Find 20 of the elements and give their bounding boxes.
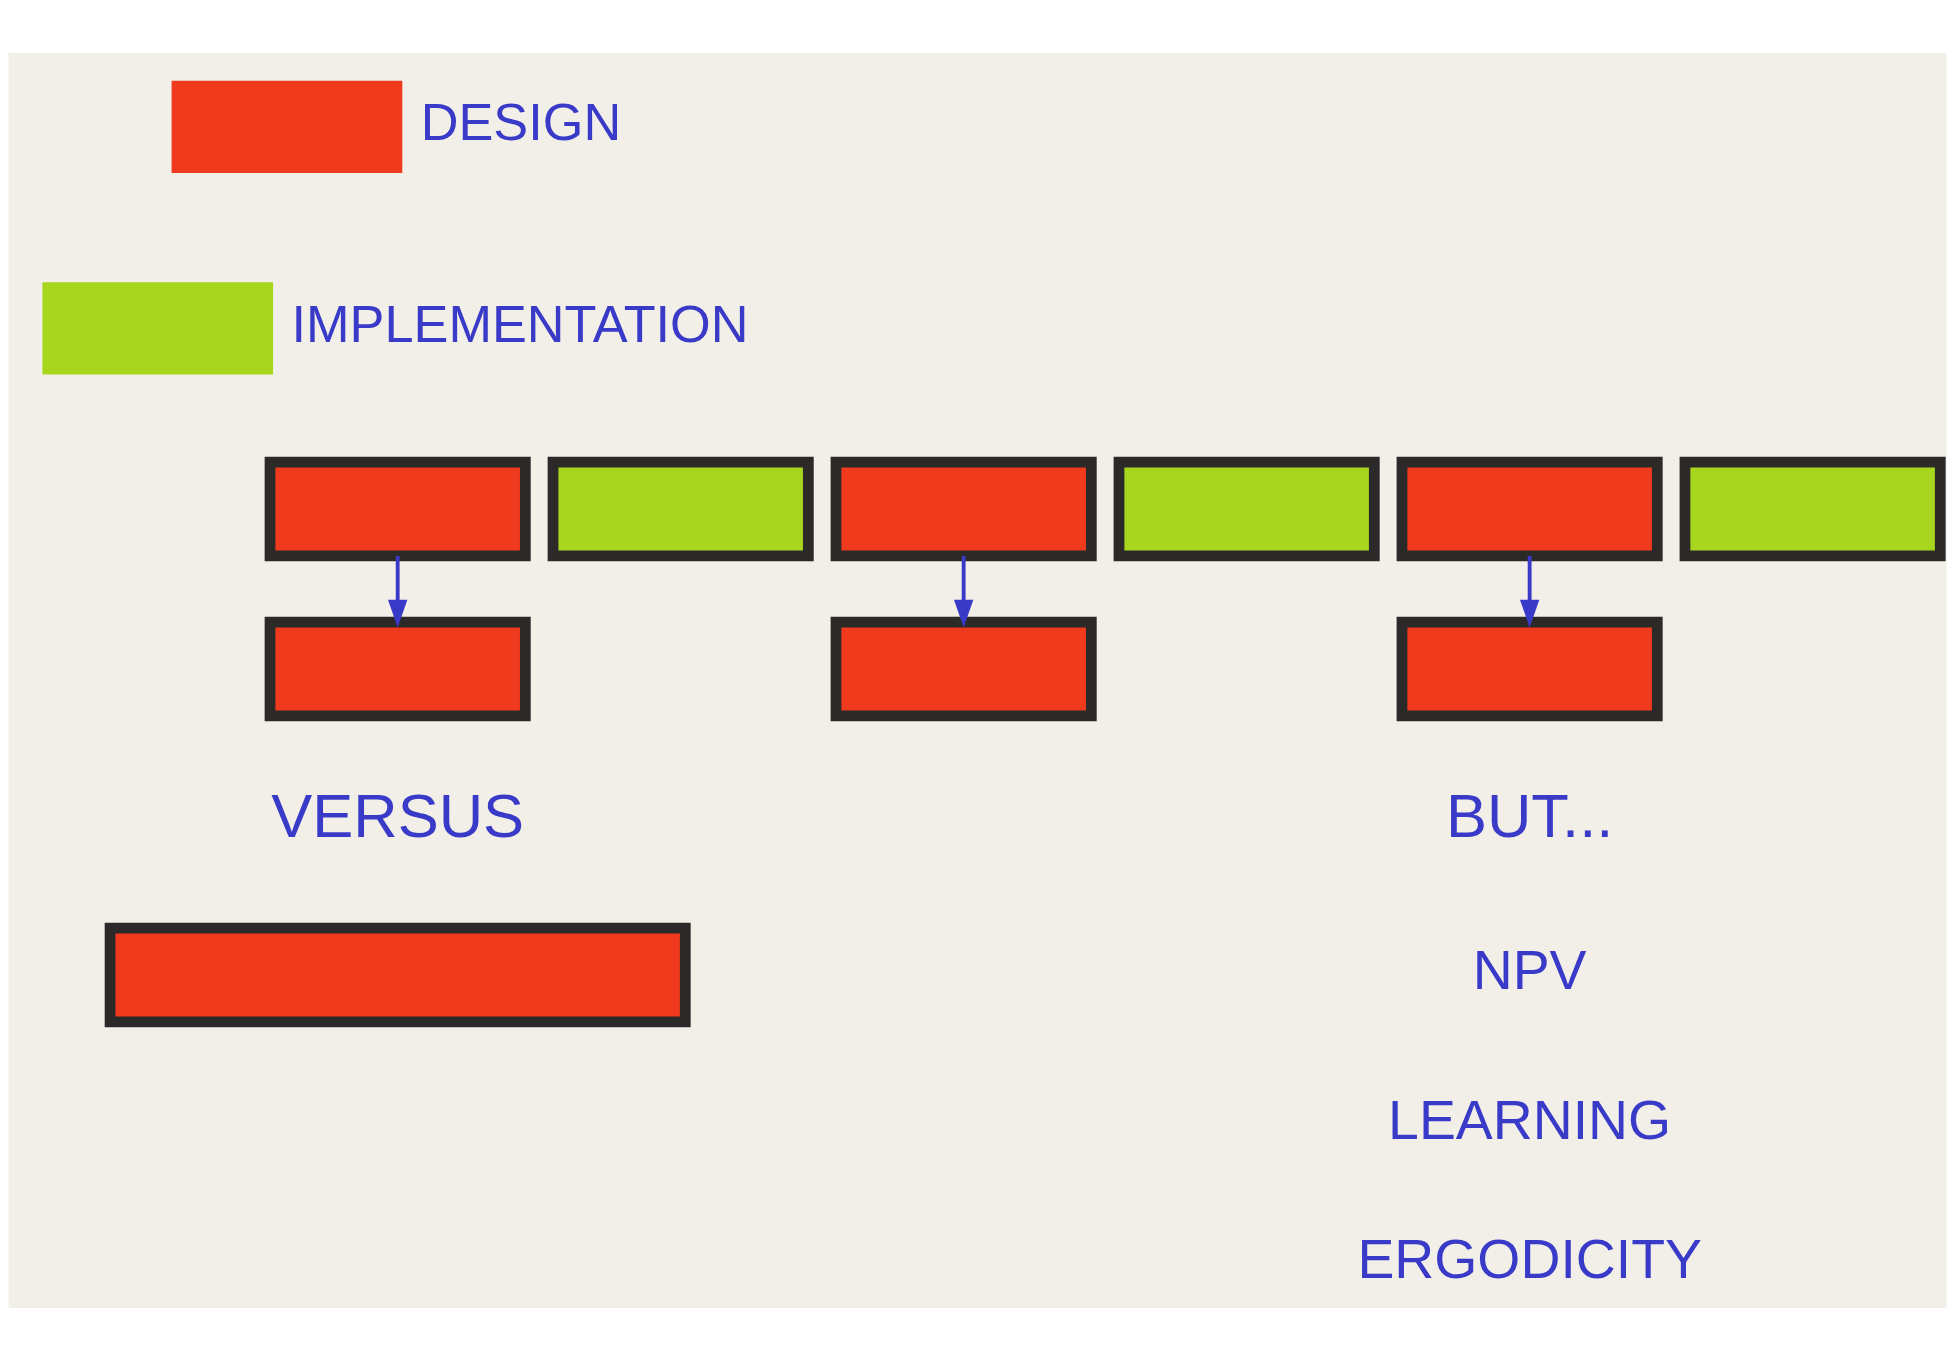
node-box <box>1113 456 1380 562</box>
label: VERSUS <box>271 781 525 851</box>
label: NPV <box>1472 938 1587 1001</box>
label: ERGODICITY <box>1357 1228 1702 1291</box>
node-box <box>1396 616 1663 722</box>
legend-label: IMPLEMENTATION <box>291 294 749 353</box>
node-box <box>830 616 1097 722</box>
arrow <box>953 555 974 628</box>
label: LEARNING <box>1388 1088 1672 1151</box>
node-box <box>104 922 691 1028</box>
node-box <box>547 456 814 562</box>
node-box <box>264 456 531 562</box>
label: BUT... <box>1445 781 1614 851</box>
arrow <box>1519 555 1540 628</box>
node-box <box>1679 456 1946 562</box>
legend-label: DESIGN <box>420 93 622 152</box>
node-box <box>1396 456 1663 562</box>
arrow <box>387 555 408 628</box>
node-box <box>264 616 531 722</box>
node-box <box>830 456 1097 562</box>
